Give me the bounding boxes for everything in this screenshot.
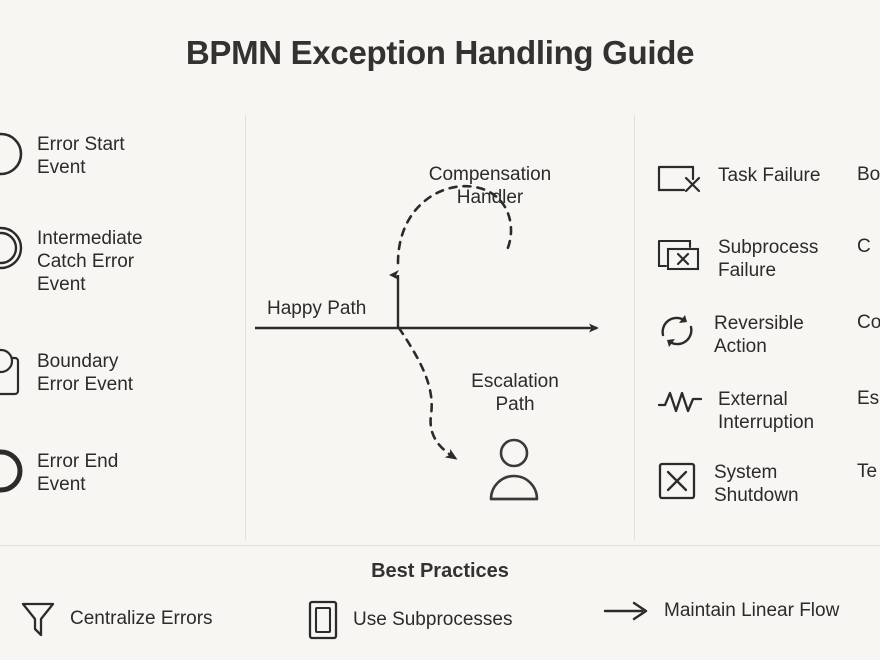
list-item-label: Task Failure bbox=[718, 165, 821, 186]
list-item-external-interruption[interactable]: External Interruption bbox=[656, 387, 814, 434]
escalation-path bbox=[397, 326, 458, 460]
failure-types-column: Task Failure Subprocess Failure bbox=[634, 115, 835, 540]
footer-divider bbox=[0, 545, 880, 546]
reversible-action-icon bbox=[656, 311, 700, 351]
page-title: BPMN Exception Handling Guide bbox=[185, 34, 695, 71]
list-item-label: Com bbox=[857, 312, 880, 333]
list-item-label: Te bbox=[857, 461, 878, 482]
list-item-label: System Shutdown bbox=[714, 462, 799, 506]
list-item-reversible-action[interactable]: Reversible Action bbox=[656, 311, 804, 358]
list-item-error-end-event[interactable]: Error End Event bbox=[0, 448, 118, 496]
list-item-label: Error Start Event bbox=[37, 134, 125, 178]
list-item-label: Boundary Error Event bbox=[37, 351, 134, 395]
compensation-loop-path bbox=[396, 184, 513, 265]
error-end-event-icon bbox=[0, 448, 24, 494]
column-divider-left bbox=[245, 115, 246, 540]
list-item-label: Subprocess Failure bbox=[718, 237, 819, 281]
list-item-subprocess-failure[interactable]: Subprocess Failure bbox=[656, 235, 818, 282]
person-icon bbox=[489, 438, 539, 501]
list-item-clipped-5: Te bbox=[857, 460, 880, 483]
funnel-icon bbox=[18, 598, 58, 640]
best-practice-label: Use Subprocesses bbox=[353, 609, 513, 630]
list-item-label: External Interruption bbox=[718, 389, 815, 433]
error-start-event-icon bbox=[0, 131, 24, 177]
list-item-label: Intermediate Catch Error Event bbox=[37, 228, 143, 295]
intermediate-catch-error-event-icon bbox=[0, 225, 24, 271]
compensation-handler-label: Compensation Handler bbox=[428, 164, 552, 208]
system-shutdown-icon bbox=[656, 460, 700, 502]
best-practice-use-subprocesses[interactable]: Use Subprocesses bbox=[305, 598, 512, 642]
list-item-clipped-1: Bo bbox=[857, 163, 880, 186]
list-item-label: Bo bbox=[857, 164, 880, 185]
list-item-error-start-event[interactable]: Error Start Event bbox=[0, 131, 125, 179]
best-practices-heading: Best Practices bbox=[371, 560, 509, 582]
flow-diagram-canvas bbox=[255, 184, 599, 501]
subprocess-square-icon bbox=[305, 598, 341, 642]
flow-diagram: Compensation Handler Happy Path Escalati… bbox=[245, 115, 634, 540]
best-practice-label: Centralize Errors bbox=[70, 608, 213, 629]
list-item-system-shutdown[interactable]: System Shutdown bbox=[656, 460, 799, 507]
list-item-label: Esc bbox=[857, 388, 880, 409]
clipped-column: Bo C Com Esc Te bbox=[835, 115, 880, 540]
list-item-label: Error End Event bbox=[37, 451, 119, 495]
column-divider-right bbox=[634, 115, 635, 540]
task-failure-icon bbox=[656, 163, 704, 197]
list-item-clipped-2: C bbox=[857, 235, 880, 258]
best-practice-centralize-errors[interactable]: Centralize Errors bbox=[18, 598, 213, 640]
list-item-task-failure[interactable]: Task Failure bbox=[656, 163, 820, 197]
event-types-column: Error Start Event Intermediate Catch Err… bbox=[0, 115, 245, 540]
list-item-boundary-error-event[interactable]: Boundary Error Event bbox=[0, 348, 133, 400]
list-item-label: Reversible Action bbox=[714, 313, 804, 357]
list-item-label: C bbox=[857, 236, 871, 257]
subprocess-failure-icon bbox=[656, 235, 704, 275]
arrow-right-icon bbox=[602, 598, 652, 624]
happy-path-label: Happy Path bbox=[267, 298, 367, 319]
escalation-path-label: Escalation Path bbox=[471, 371, 559, 415]
list-item-clipped-3: Com bbox=[857, 311, 880, 334]
best-practice-maintain-linear-flow[interactable]: Maintain Linear Flow bbox=[602, 598, 839, 624]
external-interruption-icon bbox=[656, 387, 704, 417]
best-practice-label: Maintain Linear Flow bbox=[664, 600, 840, 621]
boundary-error-event-icon bbox=[0, 348, 24, 400]
list-item-intermediate-catch-error-event[interactable]: Intermediate Catch Error Event bbox=[0, 225, 143, 296]
list-item-clipped-4: Esc bbox=[857, 387, 880, 410]
